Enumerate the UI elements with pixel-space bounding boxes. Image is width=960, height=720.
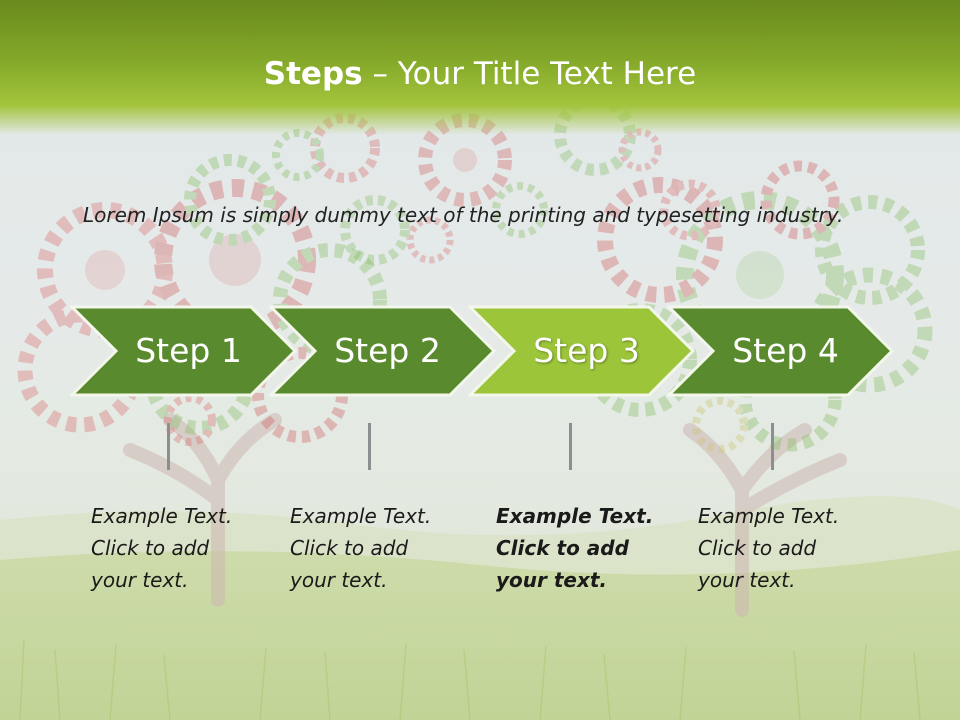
step-2-chevron[interactable]: Step 2 [269, 305, 496, 397]
grass-field [19, 639, 921, 720]
slide-title-rest: – Your Title Text Here [362, 56, 697, 92]
step-2-text[interactable]: Example Text. Click to add your text. [290, 504, 432, 592]
step-1-chevron[interactable]: Step 1 [70, 305, 297, 397]
slide-title[interactable]: Steps – Your Title Text Here [0, 52, 960, 96]
gear-cluster-right [583, 160, 933, 453]
step-3-chevron[interactable]: Step 3 [468, 305, 695, 397]
step-2-connector [368, 423, 371, 470]
step-3-text[interactable]: Example Text. Click to add your text. [496, 504, 654, 592]
step-1-connector [167, 423, 170, 470]
gear-cluster-center [340, 94, 662, 265]
step-4-connector [771, 423, 774, 470]
step-3-shape [468, 305, 695, 397]
left-tree-trunk [123, 413, 282, 607]
title-bar [0, 0, 960, 135]
step-1-text[interactable]: Example Text. Click to add your text. [91, 504, 233, 592]
step-2-shape [269, 305, 496, 397]
step-4-chevron[interactable]: Step 4 [667, 305, 894, 397]
step-4-shape [667, 305, 894, 397]
step-2-label: Step 2 [334, 331, 441, 370]
step-4-label: Step 4 [732, 331, 839, 370]
step-3-label: Step 3 [533, 331, 640, 370]
step-3-connector [569, 423, 572, 470]
intro-text[interactable]: Lorem Ipsum is simply dummy text of the … [83, 203, 844, 227]
step-4-text[interactable]: Example Text. Click to add your text. [698, 504, 840, 592]
slide-title-bold: Steps [263, 56, 363, 92]
step-1-label: Step 1 [135, 331, 242, 370]
step-1-shape [70, 305, 297, 397]
